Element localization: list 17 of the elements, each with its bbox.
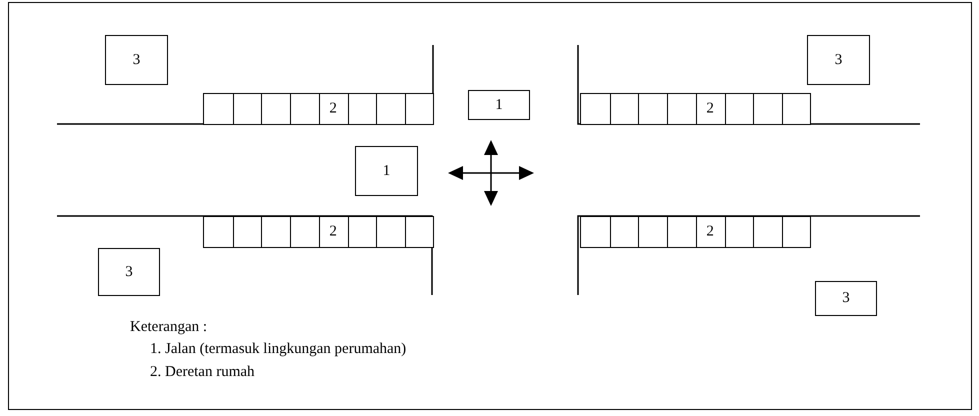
- house-number: 2: [706, 102, 714, 116]
- number-box: 3: [815, 281, 877, 316]
- legend-heading: Keterangan :: [130, 318, 208, 336]
- number-box: 3: [807, 35, 870, 85]
- number-box: 3: [105, 35, 168, 85]
- legend-item: 2. Deretan rumah: [150, 363, 255, 381]
- house-row: [580, 93, 811, 125]
- house-row: [580, 216, 811, 248]
- number-box: 1: [355, 146, 418, 196]
- house-row: [203, 216, 434, 248]
- house-number: 2: [329, 102, 337, 116]
- house-number: 2: [706, 224, 714, 240]
- house-number: 2: [329, 224, 337, 240]
- house-row: [203, 93, 434, 125]
- number-box: 3: [98, 248, 160, 296]
- number-box: 1: [468, 90, 530, 120]
- legend-item: 1. Jalan (termasuk lingkungan perumahan): [150, 340, 406, 358]
